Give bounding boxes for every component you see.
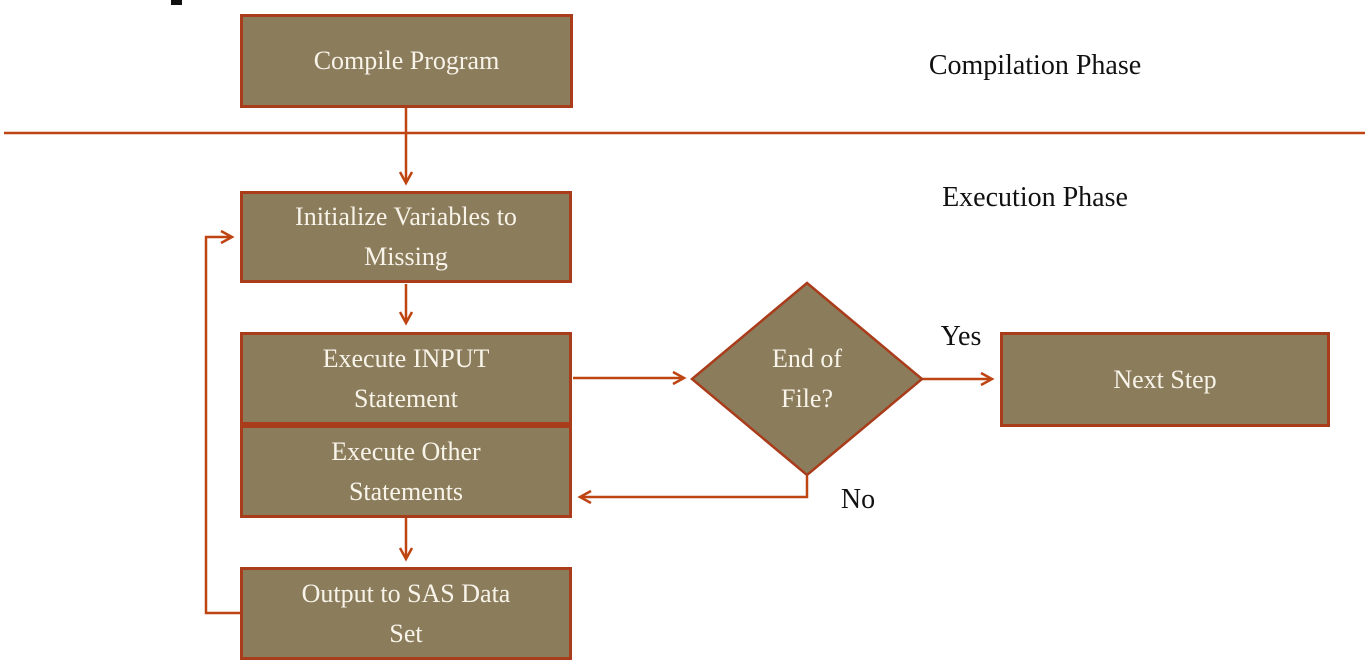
node-label-line: Compile Program — [313, 46, 500, 75]
node-label-line: Missing — [364, 242, 448, 271]
edge-decision-no-to-execute-other — [577, 476, 809, 505]
execution-phase-label: Execution Phase — [942, 182, 1128, 213]
node-label-line: Output to SAS Data — [301, 578, 511, 608]
yes-branch-label: Yes — [940, 321, 982, 352]
node-label-line: Set — [389, 618, 423, 648]
edge-output-loop-to-initialize — [204, 229, 240, 615]
node-execute-input-statement: Execute INPUT Statement — [240, 332, 572, 425]
node-label-line: Statement — [354, 383, 458, 413]
node-execute-other-statements: Execute Other Statements — [240, 425, 572, 518]
node-output-to-sas-data-set: Output to SAS Data Set — [240, 567, 572, 660]
node-label-line: End of — [771, 344, 843, 373]
decision-end-of-file-label: End of File? — [737, 339, 877, 419]
no-branch-label: No — [840, 484, 876, 515]
node-initialize-variables: Initialize Variables to Missing — [240, 191, 572, 283]
node-label-line: Execute INPUT — [322, 343, 490, 373]
node-label-line: File? — [781, 384, 833, 413]
node-label-line: Statements — [348, 476, 464, 506]
decision-diamond-shape — [690, 281, 924, 477]
compilation-phase-label: Compilation Phase — [928, 50, 1142, 81]
node-next-step: Next Step — [1000, 332, 1330, 427]
node-compile-program: Compile Program — [240, 14, 573, 108]
node-label-line: Initialize Variables to — [295, 202, 517, 231]
node-label-line: Next Step — [1113, 364, 1217, 394]
clipped-text-fragment — [171, 0, 182, 5]
node-label-line: Execute Other — [331, 436, 481, 466]
